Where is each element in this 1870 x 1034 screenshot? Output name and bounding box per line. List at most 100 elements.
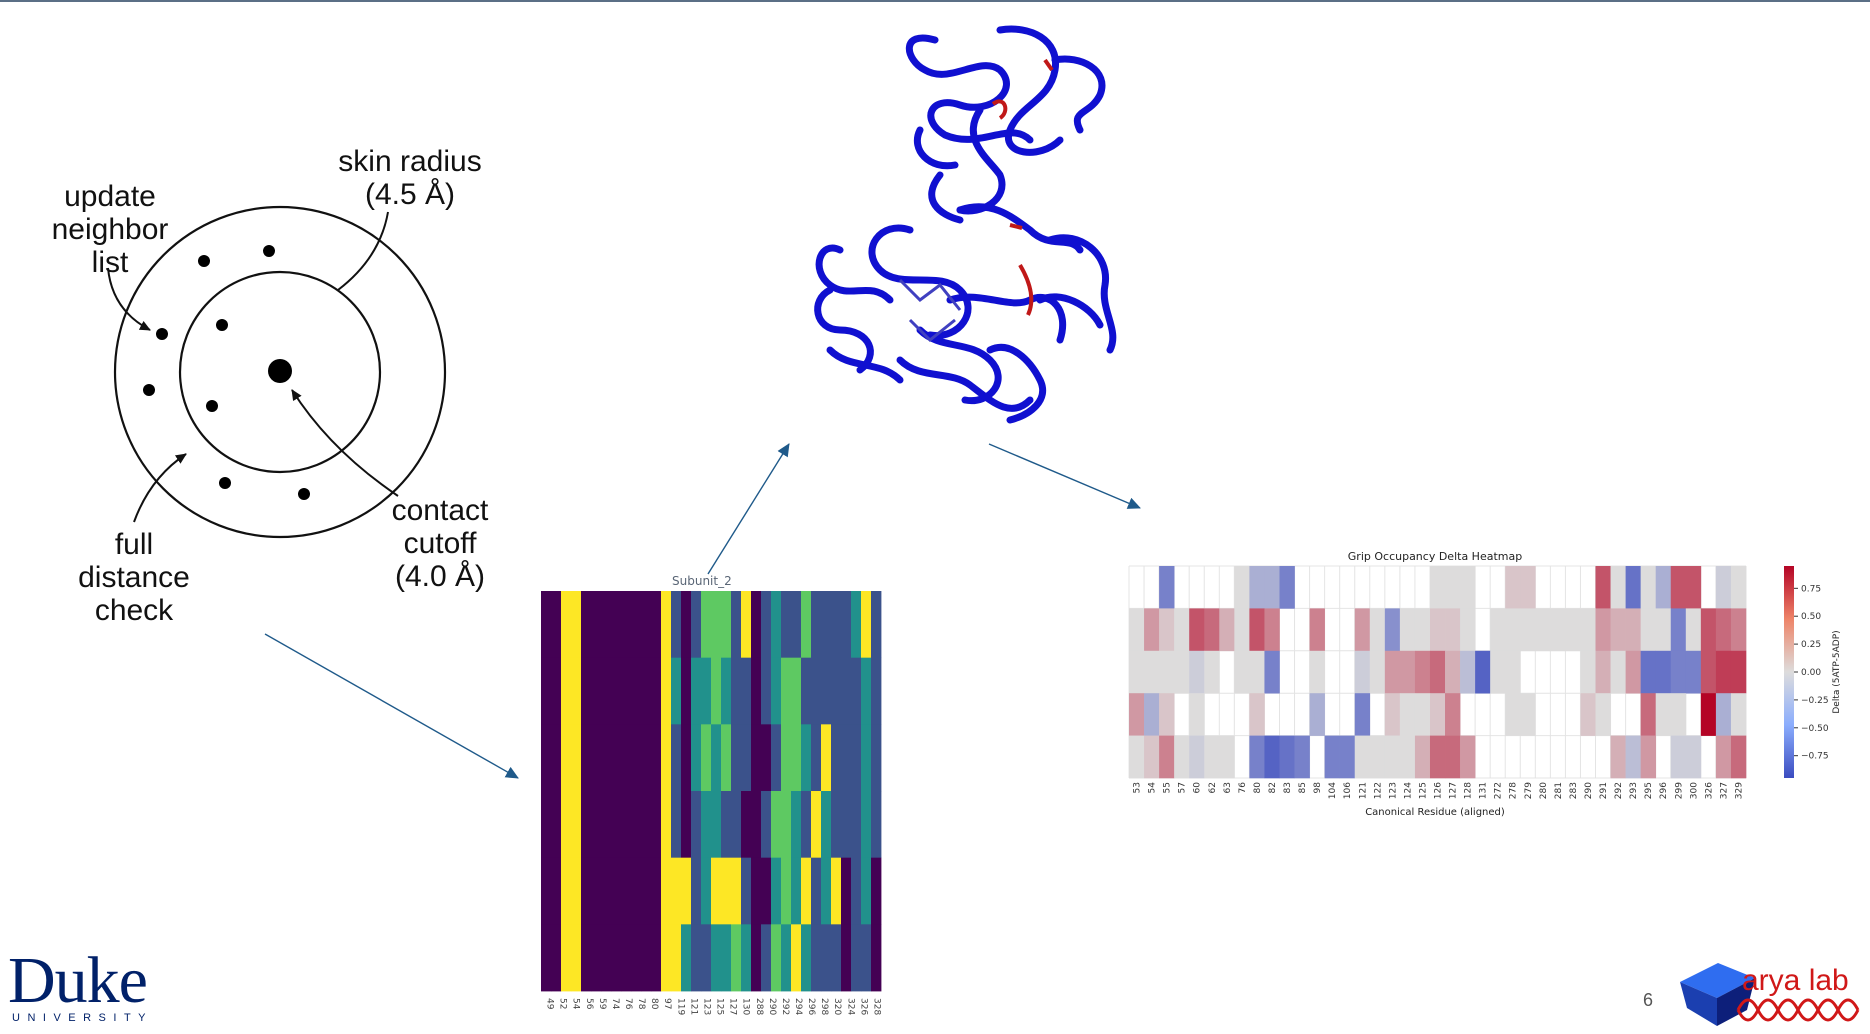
subunit-x-tick-label: 292 [780,998,790,1015]
delta-heatmap-cell [1234,566,1250,609]
delta-heatmap-cell [1505,566,1521,609]
delta-heatmap-cell [1460,650,1476,694]
delta-x-tick-label: 82 [1268,782,1278,793]
delta-x-tick-label: 296 [1659,782,1669,799]
delta-heatmap-cell [1354,650,1371,694]
subunit-heatmap-cell [721,791,732,859]
subunit-heatmap-cell [571,857,582,925]
delta-heatmap-cell [1685,608,1702,652]
subunit-heatmap-cell [601,657,612,725]
subunit-heatmap-cell [701,924,712,992]
skin-radius-label: skin radius(4.5 Å) [338,145,482,211]
subunit-heatmap-cell [621,657,632,725]
subunit-x-tick-label: 328 [871,998,881,1015]
delta-x-tick-label: 85 [1298,782,1308,793]
delta-heatmap-cell [1414,608,1431,652]
atom-dot [298,488,310,500]
subunit-heatmap-cell [741,724,752,792]
delta-x-tick-label: 300 [1689,782,1699,799]
delta-heatmap-cell [1670,608,1687,652]
subunit-heatmap-cell [751,724,762,792]
subunit-heatmap-cell [681,591,692,659]
delta-heatmap-cell [1640,693,1657,736]
subunit-heatmap-cell [811,857,822,925]
delta-heatmap-cell [1685,735,1702,779]
colorbar-tick-label: 0.00 [1801,668,1821,678]
subunit-heatmap-cell [601,924,612,992]
subunit-heatmap-cell [841,791,852,859]
delta-x-tick-label: 106 [1343,782,1353,799]
delta-heatmap-cell [1324,735,1340,779]
delta-x-tick-label: 55 [1163,782,1173,793]
subunit-heatmap-cell [701,657,712,725]
subunit-heatmap-cell [661,724,672,792]
delta-x-tick-label: 60 [1193,782,1203,794]
subunit-heatmap-cell [721,724,732,792]
delta-heatmap-cell [1520,566,1536,609]
subunit-heatmap-cell [831,857,842,925]
subunit-heatmap-cell [731,924,742,992]
subunit-x-tick-label: 127 [728,998,738,1015]
subunit-heatmap-cell [711,791,722,859]
delta-x-tick-label: 125 [1418,782,1428,799]
subunit-heatmap-cell [631,924,642,992]
delta-heatmap-cell [1189,608,1205,652]
subunit-heatmap-cell [801,591,812,659]
subunit-x-tick-label: 74 [610,998,620,1010]
subunit-heatmap-cell [811,924,822,992]
duke-logo-subtitle: UNIVERSITY [12,1012,154,1024]
delta-heatmap-cell [1219,608,1235,652]
delta-heatmap-cell [1610,650,1626,694]
subunit-heatmap-cell [871,924,882,992]
subunit-heatmap-cell [831,924,842,992]
subunit-heatmap-cell [781,857,792,925]
subunit-heatmap-cell [831,724,842,792]
subunit-heatmap-cell [561,724,572,792]
subunit-heatmap-cell [871,857,882,925]
subunit-heatmap-cell [551,724,562,792]
subunit-heatmap-cell [821,591,832,659]
subunit-heatmap-cell [781,591,792,659]
subunit-heatmap-cell [661,591,672,659]
delta-x-tick-label: 83 [1283,782,1293,793]
delta-heatmap-cell [1429,650,1446,694]
subunit-heatmap-cell [661,924,672,992]
delta-heatmap-cell [1189,650,1205,694]
subunit-heatmap-cell [661,857,672,925]
subunit-heatmap-cell [601,857,612,925]
delta-heatmap-cell [1354,735,1371,779]
subunit-x-tick-label: 97 [662,998,672,1009]
subunit-heatmap-cell [751,924,762,992]
subunit-x-tick-label: 130 [741,998,751,1015]
subunit-heatmap-cell [541,591,552,659]
delta-heatmap-cell [1309,608,1325,652]
subunit-heatmap-cell [541,791,552,859]
inner-circle [178,270,382,474]
delta-heatmap-cell [1460,608,1476,652]
delta-heatmap-cell [1595,608,1611,652]
delta-heatmap-cell [1294,735,1310,779]
subunit-heatmap-cell [561,657,572,725]
subunit-heatmap-cell [731,724,742,792]
subunit-heatmap-cell [621,924,632,992]
delta-heatmap-cell [1144,693,1160,736]
delta-heatmap-cell [1264,566,1280,609]
delta-heatmap-cell [1354,608,1371,652]
delta-heatmap-cell [1460,566,1476,609]
delta-heatmap-cell [1460,735,1476,779]
subunit-heatmap-cell [681,724,692,792]
subunit-heatmap-cell [741,791,752,859]
subunit-heatmap-cell [611,791,622,859]
delta-x-tick-label: 131 [1479,782,1489,799]
subunit-heatmap-cell [811,591,822,659]
subunit-heatmap-cell [631,857,642,925]
colorbar-tick-label: −0.25 [1801,696,1829,706]
delta-heatmap-cell [1580,693,1596,736]
colorbar-tick-label: 0.50 [1801,612,1821,622]
delta-heatmap-cell [1535,608,1551,652]
arya-lab-name: arya lab [1742,964,1849,997]
subunit-heatmap-cell [811,791,822,859]
delta-x-tick-label: 295 [1644,782,1654,799]
subunit-x-tick-label: 326 [858,998,868,1015]
subunit-heatmap-cell [611,657,622,725]
